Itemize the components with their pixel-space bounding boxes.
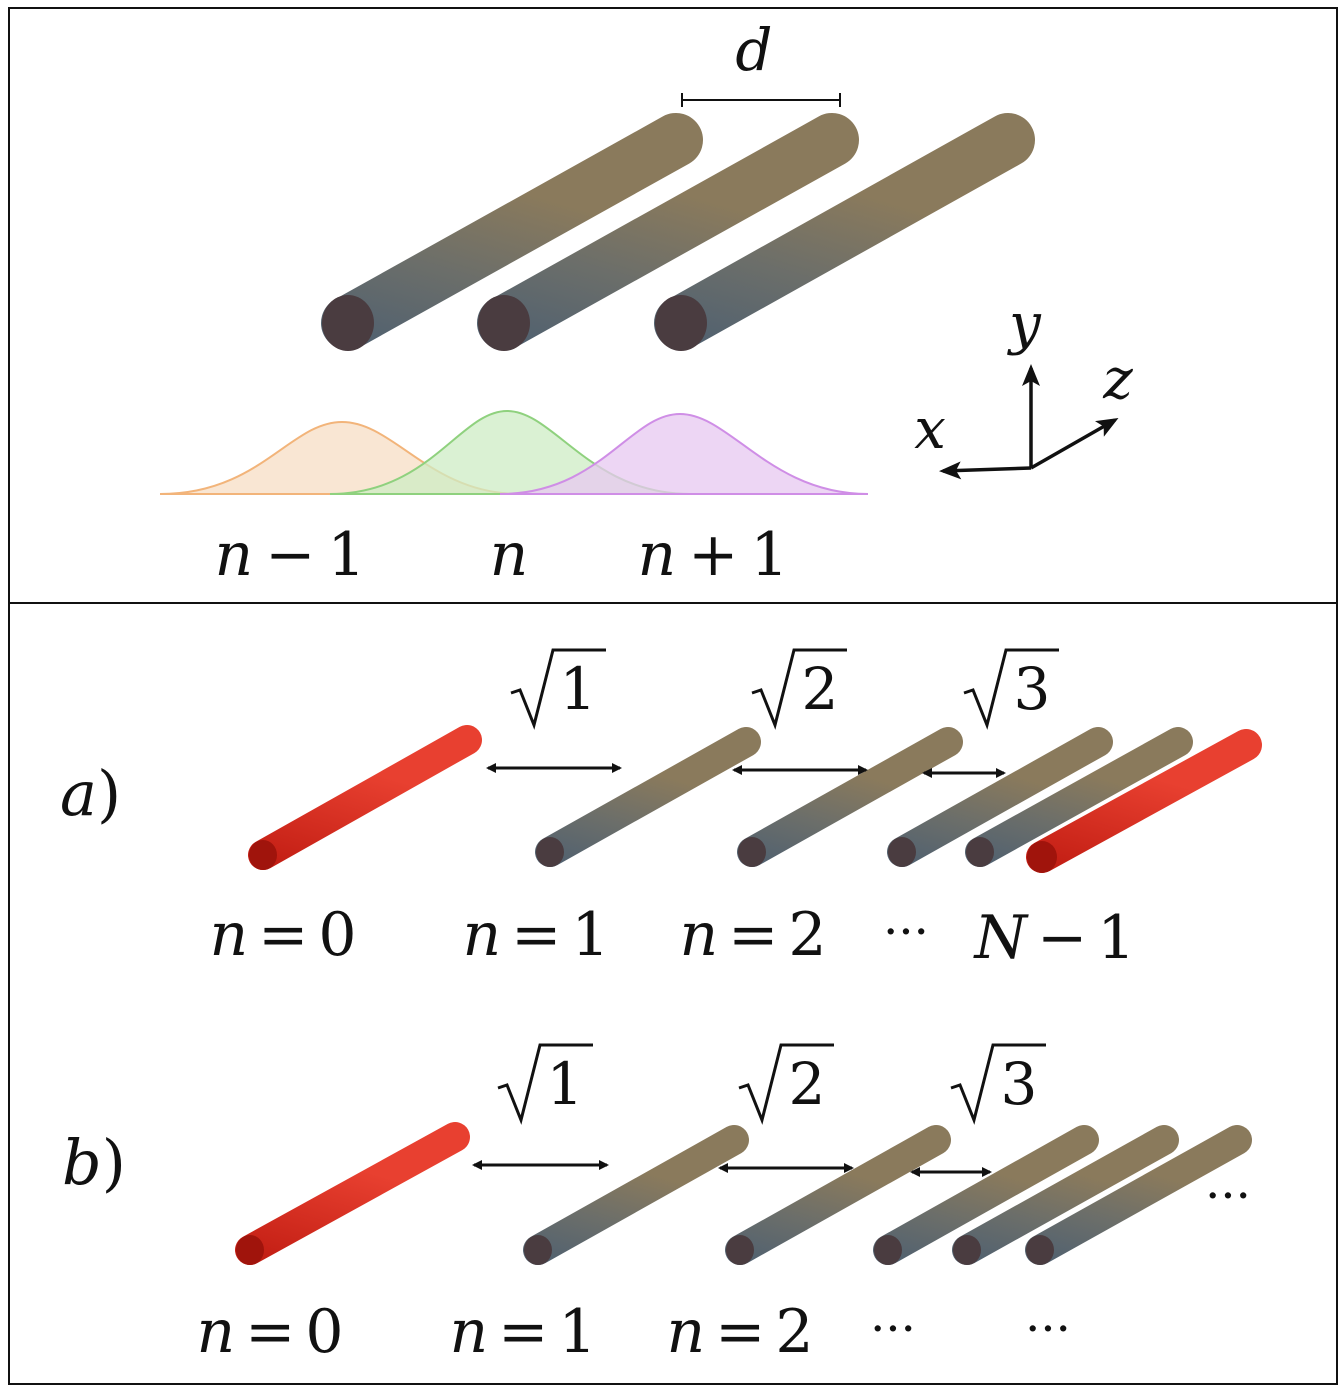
rod-b-1 <box>523 1125 749 1265</box>
rod-n-minus-1 <box>321 113 703 351</box>
rod-a-4 <box>965 727 1193 867</box>
coupling-value-a-2: 2 <box>802 655 839 723</box>
coupling-value-a-3: 3 <box>1014 655 1051 723</box>
rod-n-plus-1 <box>654 113 1035 351</box>
coupling-label-b-2: 2 <box>738 1043 834 1125</box>
coupling-label-b-1: 1 <box>497 1043 593 1125</box>
panel-a: a) <box>60 648 1262 973</box>
z-axis-label: z <box>1102 347 1133 412</box>
figure-frame <box>8 7 1338 1385</box>
coupling-value-b-1: 1 <box>547 1050 584 1118</box>
gaussian-mode-right <box>499 412 869 495</box>
site-label-a-last: N−1 <box>973 903 1136 973</box>
coupling-label-a-3: 3 <box>963 648 1059 730</box>
rod-a-1 <box>535 727 761 867</box>
rod-a-last-boundary <box>1026 729 1262 873</box>
ellipsis-a: ··· <box>883 904 929 960</box>
spacing-indicator: d <box>681 16 841 107</box>
y-axis-label: y <box>1006 292 1042 357</box>
coordinate-axes: y x z <box>914 292 1133 480</box>
site-label-b-0: n=0 <box>196 1297 343 1367</box>
rod-a-2 <box>737 727 963 867</box>
coupling-value-a-1: 1 <box>560 655 597 723</box>
rod-a-3 <box>887 727 1113 867</box>
coupling-value-b-3: 3 <box>1001 1050 1038 1118</box>
site-label-b-1: n=1 <box>449 1297 596 1367</box>
x-axis-arrow <box>939 461 1032 480</box>
coupling-label-a-2: 2 <box>751 648 847 730</box>
rod-n <box>477 113 859 351</box>
top-panel: d n−1 n n+1 y <box>159 16 1133 590</box>
z-axis-arrow <box>1030 418 1119 470</box>
ellipsis-b-2: ··· <box>1025 1301 1071 1357</box>
site-label-a-1: n=1 <box>462 900 609 970</box>
ellipsis-b-rods: ··· <box>1205 1168 1251 1224</box>
coupling-label-a-1: 1 <box>510 648 606 730</box>
site-label-a-0: n=0 <box>209 900 356 970</box>
ellipsis-b-1: ··· <box>870 1301 916 1357</box>
panel-a-label: a) <box>60 757 121 830</box>
site-label-n-plus-1: n+1 <box>637 520 788 590</box>
rod-b-0-boundary <box>235 1122 470 1265</box>
coupling-label-b-3: 3 <box>950 1043 1046 1125</box>
coupling-value-b-2: 2 <box>789 1050 826 1118</box>
rod-b-3 <box>873 1125 1099 1265</box>
site-label-n-minus-1: n−1 <box>214 520 365 590</box>
rod-b-2 <box>725 1125 951 1265</box>
panel-b-label: b) <box>62 1126 126 1199</box>
rod-a-0-boundary <box>248 725 482 870</box>
site-label-n: n <box>490 520 529 590</box>
rod-b-4 <box>952 1125 1179 1265</box>
panel-b: b) ··· <box>62 1043 1252 1367</box>
site-label-a-2: n=2 <box>679 900 826 970</box>
site-label-b-2: n=2 <box>666 1297 813 1367</box>
spacing-label: d <box>735 16 772 84</box>
rod-b-5 <box>1025 1125 1252 1265</box>
x-axis-label: x <box>914 397 946 462</box>
